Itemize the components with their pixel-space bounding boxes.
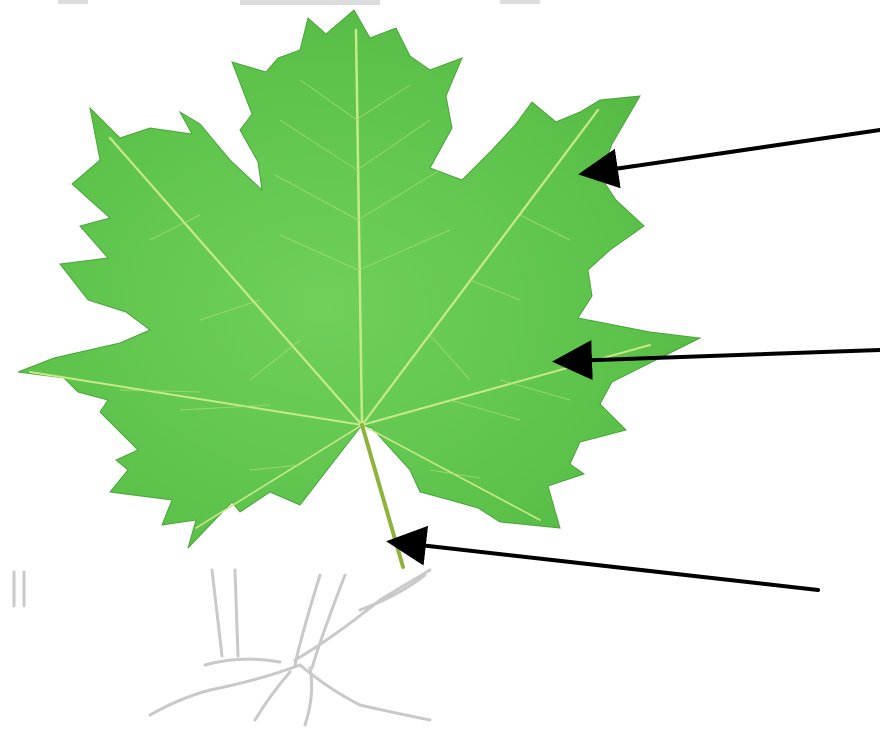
maple-leaf-icon (18, 10, 700, 567)
root-sketch-icon (14, 570, 430, 725)
arrow-petiole (402, 543, 818, 590)
top-faded-strip (58, 0, 540, 5)
arrow-upper-lobe (594, 130, 880, 172)
